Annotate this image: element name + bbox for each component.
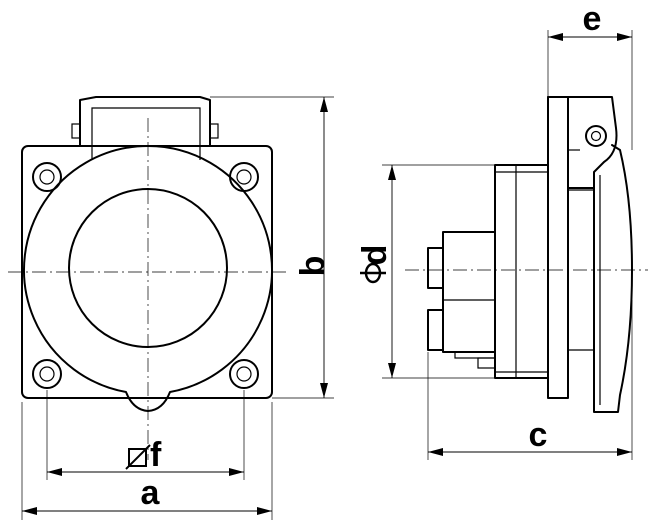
dimension-e: e [547, 0, 633, 150]
side-flange-plate [547, 96, 569, 399]
mounting-hole-top-left [32, 162, 62, 192]
front-hinge-pin-left [71, 123, 81, 139]
side-terminal-block [442, 231, 496, 353]
dimension-c: c [427, 300, 633, 460]
side-hinge-pin-outer [585, 125, 607, 147]
mounting-hole-bottom-left [32, 359, 62, 389]
side-rear-body [494, 164, 549, 379]
dimension-f: f [46, 390, 245, 480]
dimension-f-label: f [150, 436, 162, 474]
dimension-a: a [21, 402, 273, 520]
side-terminal-lower [427, 309, 444, 351]
side-view [405, 96, 648, 413]
dimension-b-label: b [294, 256, 332, 277]
front-hinge-pin-right [209, 123, 219, 139]
dimension-c-label: c [529, 416, 548, 454]
dimension-d: d [356, 164, 495, 379]
side-hinge-housing [547, 96, 618, 189]
mounting-hole-bottom-right [229, 359, 259, 389]
side-hinge-pin-inner [590, 130, 602, 142]
front-view [8, 96, 290, 460]
side-lid-profile [593, 144, 633, 413]
dimension-b: b [210, 96, 334, 399]
front-hinge-cover [79, 96, 211, 147]
front-lid-outline [23, 144, 273, 412]
dimension-a-label: a [141, 474, 161, 512]
dimension-d-label: d [356, 245, 394, 266]
front-socket-circle [68, 188, 228, 348]
mounting-hole-top-right [229, 162, 259, 192]
diameter-symbol [360, 262, 386, 284]
front-hinge-inner [91, 107, 201, 160]
square-symbol [125, 444, 151, 470]
side-terminal-upper [427, 247, 444, 289]
dimension-e-label: e [583, 0, 602, 38]
